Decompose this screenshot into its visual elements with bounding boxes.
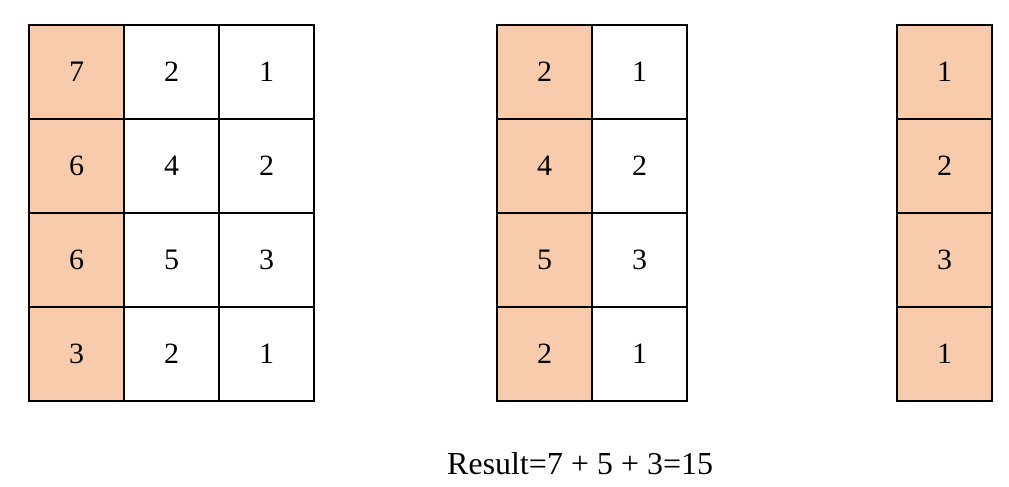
- grid-cell: 3: [30, 308, 123, 400]
- grid-cell: 2: [593, 120, 686, 212]
- grid-cell: 1: [593, 26, 686, 118]
- grid-cell: 3: [593, 214, 686, 306]
- result-equation: Result=7 + 5 + 3=15: [447, 445, 713, 481]
- grid-cell: 7: [30, 26, 123, 118]
- grid-cell: 2: [125, 26, 218, 118]
- grid-cell: 2: [498, 308, 591, 400]
- grid-cell: 5: [125, 214, 218, 306]
- grid-cell: 2: [125, 308, 218, 400]
- grid-cell: 6: [30, 120, 123, 212]
- grid-cell: 1: [593, 308, 686, 400]
- grid-cell: 4: [125, 120, 218, 212]
- grid-cell: 1: [220, 26, 313, 118]
- grid-cell: 1: [898, 308, 991, 400]
- grid-cell: 2: [498, 26, 591, 118]
- grid-cell: 3: [220, 214, 313, 306]
- grid-cell: 2: [898, 120, 991, 212]
- grid-cell: 1: [220, 308, 313, 400]
- grid-cell: 2: [220, 120, 313, 212]
- grid-cell: 3: [898, 214, 991, 306]
- grid-cell: 6: [30, 214, 123, 306]
- grid-cell: 1: [898, 26, 991, 118]
- grid-cell: 4: [498, 120, 591, 212]
- grid-cell: 5: [498, 214, 591, 306]
